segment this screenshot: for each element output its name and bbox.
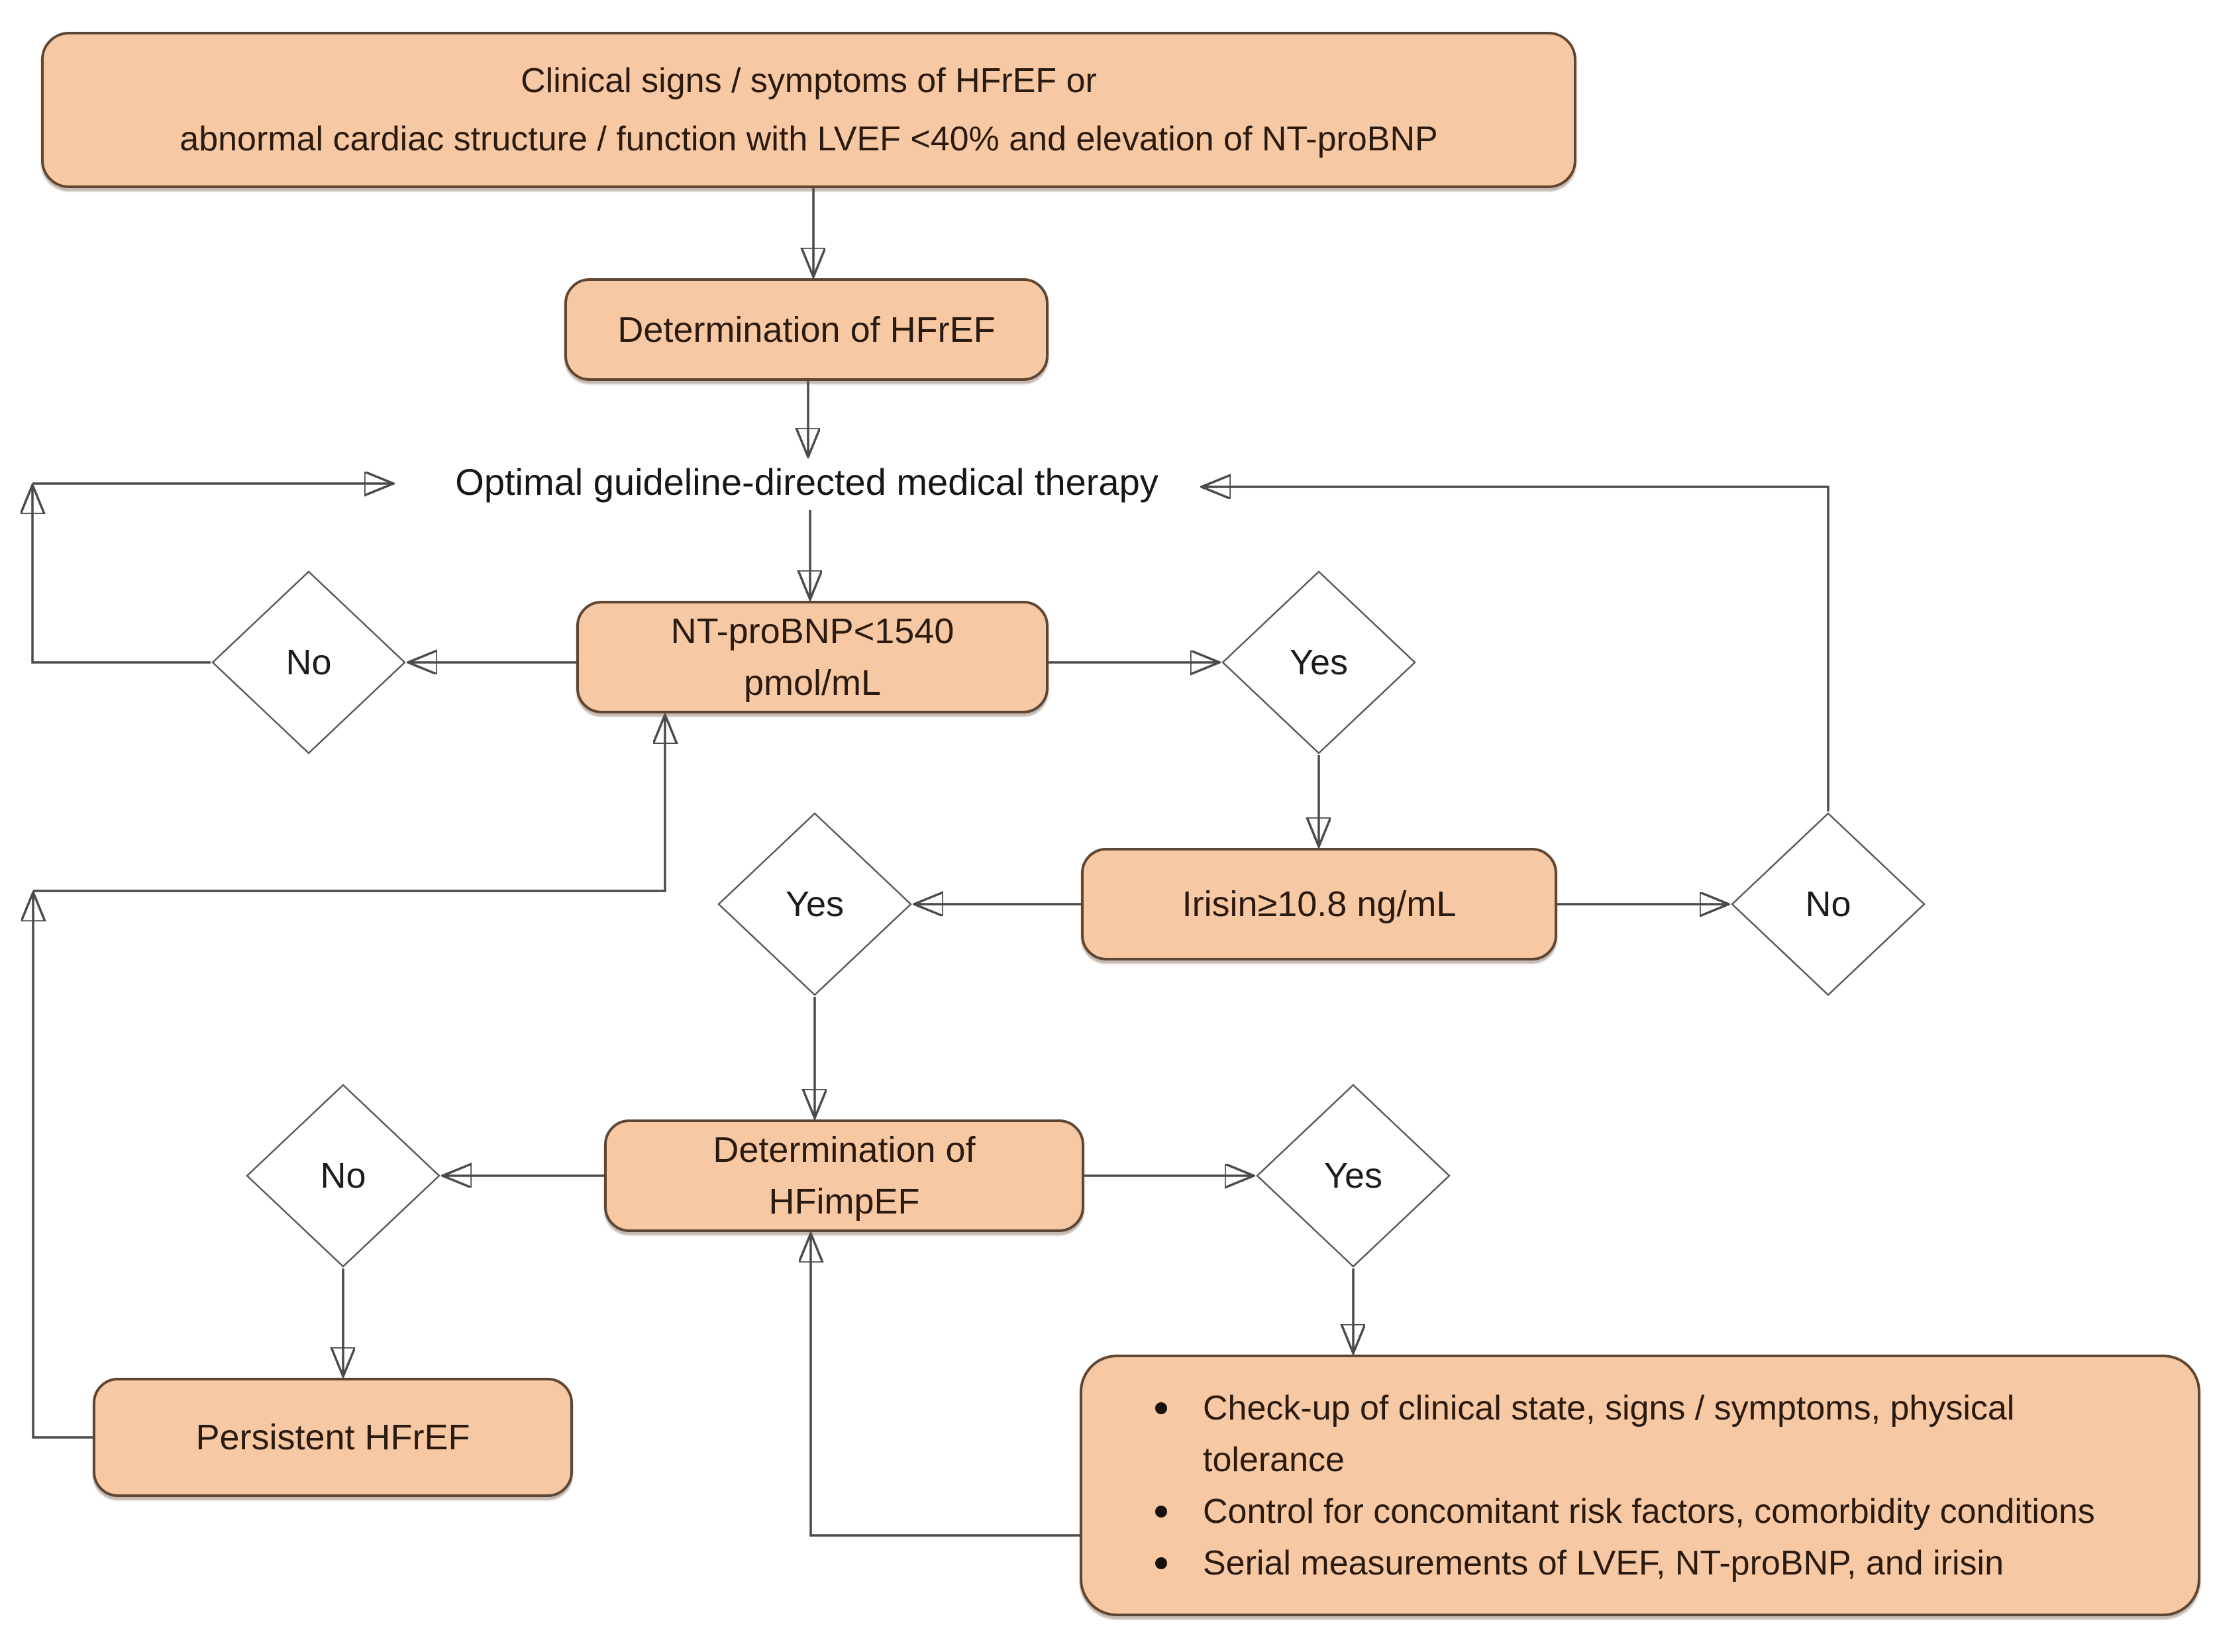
label-optimal-therapy: Optimal guideline-directed medical thera…: [386, 462, 1227, 502]
node-nt-probnp-label: NT-proBNP<1540 pmol/mL: [670, 611, 954, 703]
edge-no-loop-up-left: [32, 488, 211, 664]
followup-list: Check-up of clinical state, signs / symp…: [1082, 1382, 2198, 1589]
edge-loop-to-nt-bottom: [33, 717, 665, 892]
edge-no-loop-right-to-therapy: [1204, 487, 1829, 811]
decision-nt-no-label: No: [285, 643, 332, 682]
node-determination-hfref: Determination of HFrEF: [564, 278, 1049, 381]
followup-item: Check-up of clinical state, signs / symp…: [1149, 1382, 2158, 1486]
node-followup-actions: Check-up of clinical state, signs / symp…: [1080, 1355, 2200, 1616]
node-irisin: Irisin≥10.8 ng/mL: [1081, 848, 1557, 960]
decision-hfimpef-yes-label: Yes: [1323, 1156, 1383, 1196]
decision-irisin-yes: Yes: [717, 811, 913, 997]
node-nt-probnp: NT-proBNP<1540 pmol/mL: [576, 601, 1049, 713]
decision-nt-yes-label: Yes: [1289, 643, 1349, 682]
diamond-shape: [1221, 570, 1416, 754]
diamond-shape: [211, 570, 406, 754]
diamond-shape: [717, 812, 912, 996]
node-determination-hfimpef: Determination of HFimpEF: [604, 1119, 1084, 1232]
decision-irisin-yes-label: Yes: [785, 884, 845, 924]
decision-irisin-no: No: [1730, 811, 1926, 997]
decision-hfimpef-yes: Yes: [1255, 1083, 1451, 1268]
node-irisin-label: Irisin≥10.8 ng/mL: [1182, 884, 1457, 924]
decision-hfimpef-no: No: [245, 1083, 441, 1268]
diamond-shape: [246, 1084, 440, 1268]
edge-followup-loop-to-hfimpef: [811, 1236, 1080, 1537]
diamond-shape: [1731, 812, 1926, 996]
node-determination-hfref-label: Determination of HFrEF: [617, 309, 996, 350]
decision-nt-no: No: [211, 570, 407, 755]
decision-nt-yes: Yes: [1221, 570, 1417, 755]
edge-persistent-loop-up: [33, 895, 93, 1439]
diamond-shape: [1256, 1084, 1451, 1268]
node-determination-hfimpef-label: Determination of HFimpEF: [713, 1130, 976, 1221]
label-optimal-therapy-text: Optimal guideline-directed medical thera…: [455, 461, 1158, 503]
followup-item: Serial measurements of LVEF, NT-proBNP, …: [1149, 1537, 2158, 1589]
decision-hfimpef-no-label: No: [320, 1156, 366, 1196]
node-entry-criteria-label: Clinical signs / symptoms of HFrEF or ab…: [180, 62, 1438, 158]
followup-item: Control for concomitant risk factors, co…: [1149, 1486, 2158, 1537]
node-entry-criteria: Clinical signs / symptoms of HFrEF or ab…: [41, 32, 1576, 188]
node-persistent-hfref: Persistent HFrEF: [93, 1378, 573, 1497]
decision-irisin-no-label: No: [1805, 884, 1851, 924]
node-persistent-hfref-label: Persistent HFrEF: [195, 1418, 470, 1457]
